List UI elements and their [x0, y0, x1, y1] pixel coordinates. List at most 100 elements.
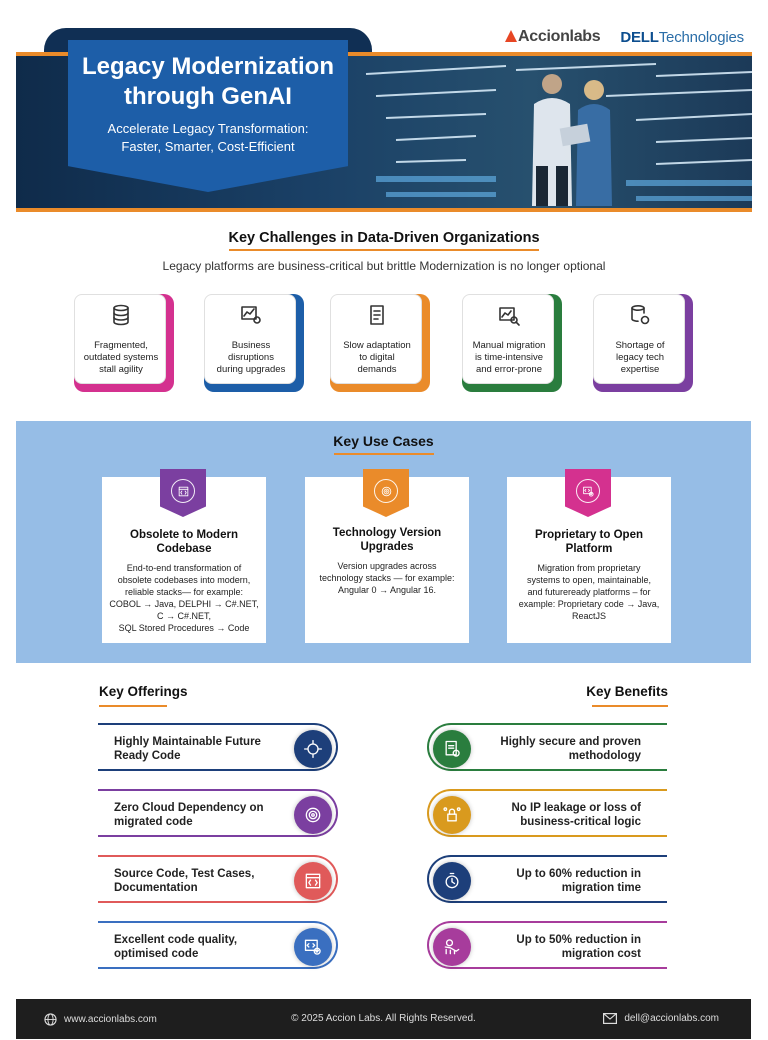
- offerings-title: Key Offerings: [99, 684, 188, 699]
- challenge-text-line: disruptions: [228, 352, 274, 363]
- code-check-icon: [576, 479, 600, 503]
- use-case-ribbon: [565, 469, 611, 517]
- offerings-underline: [99, 705, 167, 707]
- footer-copyright: © 2025 Accion Labs. All Rights Reserved.: [291, 1013, 476, 1024]
- pill-text-line: Source Code, Test Cases,: [114, 868, 255, 880]
- accionlabs-logo-text: Accionlabs: [518, 28, 601, 45]
- use-case-heading-line: Codebase: [156, 543, 212, 555]
- benefit-item: Highly secure and proven methodology: [427, 723, 667, 771]
- challenge-text-line: Slow adaptation: [343, 340, 411, 351]
- pill-text-line: Up to 60% reduction in: [516, 868, 641, 880]
- benefits-title: Key Benefits: [586, 684, 668, 699]
- offering-text: Source Code, Test Cases, Documentation: [114, 867, 279, 895]
- benefit-item: Up to 60% reduction in migration time: [427, 855, 667, 903]
- document-icon: [331, 303, 423, 332]
- challenge-text-line: outdated systems: [83, 352, 159, 363]
- code-check-icon: [294, 928, 332, 966]
- challenge-text-line: to digital: [359, 352, 395, 363]
- pill-text-line: optimised code: [114, 948, 199, 960]
- database-gear-icon: [594, 303, 686, 332]
- use-case-body-line: C → C#.NET,: [156, 611, 211, 621]
- challenge-text-line: expertise: [620, 364, 660, 375]
- challenge-text-line: Shortage of: [615, 340, 665, 351]
- code-document-icon: [294, 862, 332, 900]
- use-case-body: Migration from proprietary systems to ope…: [513, 562, 665, 622]
- challenge-text-line: legacy tech: [615, 352, 665, 363]
- use-case-body-line: technology stacks — for example:: [319, 573, 455, 583]
- pill-text-line: migration time: [561, 882, 641, 894]
- pill-text-line: migration cost: [561, 948, 641, 960]
- code-document-icon: [171, 479, 195, 503]
- footer-email[interactable]: dell@accionlabs.com: [603, 1013, 719, 1024]
- challenge-text-line: demands: [357, 364, 397, 375]
- use-case-body-line: ReactJS: [571, 611, 606, 621]
- offering-text: Excellent code quality, optimised code: [114, 933, 279, 961]
- pill-text-line: Zero Cloud Dependency on: [114, 802, 264, 814]
- use-case-body-line: Migration from proprietary: [537, 563, 641, 573]
- hero-subtitle: Accelerate Legacy Transformation: Faster…: [68, 120, 348, 156]
- use-case-heading-line: Obsolete to Modern: [130, 529, 238, 541]
- footer-email-text: dell@accionlabs.com: [624, 1013, 719, 1024]
- challenge-text-line: during upgrades: [216, 364, 286, 375]
- brain-circuit-icon: [294, 730, 332, 768]
- challenge-text-line: Fragmented,: [94, 340, 148, 351]
- dell-logo-bold: DELL: [620, 28, 659, 46]
- pill-text-line: methodology: [568, 750, 641, 762]
- use-case-heading-line: Technology Version: [332, 527, 442, 539]
- target-icon: [374, 479, 398, 503]
- offering-item: Zero Cloud Dependency on migrated code: [98, 789, 338, 837]
- pill-text-line: Highly Maintainable Future: [114, 736, 261, 748]
- offering-item: Excellent code quality, optimised code: [98, 921, 338, 969]
- pill-text-line: Documentation: [114, 882, 198, 894]
- use-case-body-line: and futureready platforms – for: [527, 587, 651, 597]
- footer-website[interactable]: www.accionlabs.com: [44, 1013, 157, 1026]
- pill-text-line: Highly secure and proven: [500, 736, 641, 748]
- hero-subtitle-line-2: Faster, Smarter, Cost-Efficient: [121, 139, 295, 154]
- dell-technologies-logo: DELLTechnologies: [620, 29, 744, 46]
- hero-title: Legacy Modernization through GenAI: [68, 52, 348, 112]
- use-case-body-line: systems to open, maintainable,: [526, 575, 652, 585]
- use-case-heading-line: Upgrades: [360, 541, 414, 553]
- offering-text: Zero Cloud Dependency on migrated code: [114, 801, 279, 829]
- use-cases-title: Key Use Cases: [333, 433, 434, 449]
- challenges-title: Key Challenges in Data-Driven Organizati…: [228, 230, 540, 246]
- pill-text-line: Ready Code: [114, 750, 181, 762]
- challenge-text-line: Manual migration: [472, 340, 546, 351]
- benefit-text: Highly secure and proven methodology: [461, 735, 641, 763]
- pill-text-line: Excellent code quality,: [114, 934, 238, 946]
- benefit-text: Up to 60% reduction in migration time: [461, 867, 641, 895]
- use-case-heading-line: Proprietary to Open: [535, 529, 643, 541]
- challenge-text-line: and error-prone: [475, 364, 542, 375]
- hero-subtitle-line-1: Accelerate Legacy Transformation:: [107, 121, 309, 136]
- use-case-ribbon: [363, 469, 409, 517]
- challenge-text-line: Business: [231, 340, 271, 351]
- database-icon: [75, 303, 167, 332]
- footer-website-text: www.accionlabs.com: [64, 1014, 157, 1025]
- use-case-body-line: SQL Stored Procedures → Code: [118, 623, 250, 633]
- pill-text-line: migrated code: [114, 816, 193, 828]
- datacenter-lights: [365, 63, 752, 206]
- use-case-body-line: obsolete codebases into modern,: [117, 575, 251, 585]
- use-cases-underline: [334, 453, 434, 455]
- envelope-icon: [603, 1013, 618, 1024]
- people-silhouette: [532, 74, 612, 206]
- dashboard-gear-icon: [205, 303, 297, 332]
